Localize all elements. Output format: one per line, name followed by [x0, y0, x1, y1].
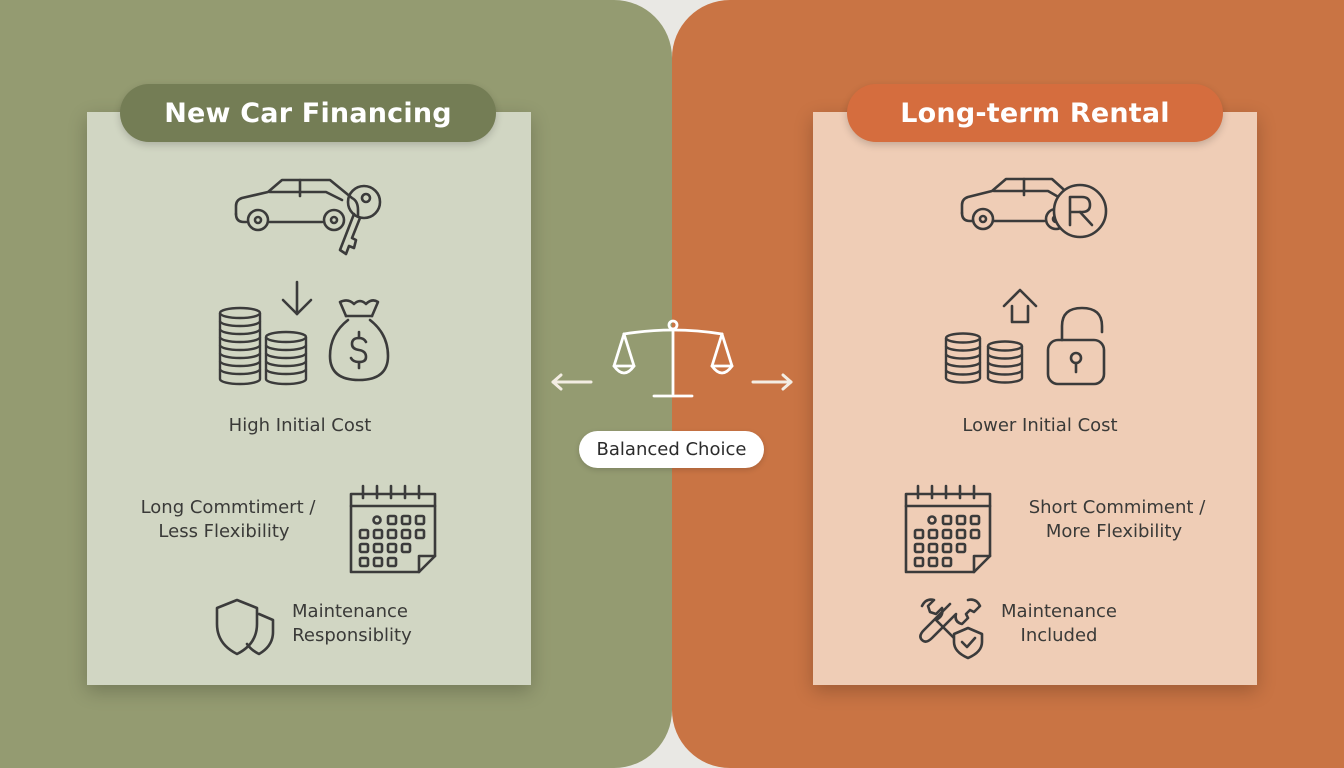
- left-cost-label: High Initial Cost: [228, 415, 372, 436]
- coin-stacks-icon: [216, 305, 312, 386]
- right-commitment-line2: More Flexibility: [1045, 521, 1183, 542]
- arrow-up-icon: [1000, 286, 1040, 326]
- right-cost-label: Lower Initial Cost: [962, 415, 1118, 436]
- left-title: New Car Financing: [120, 84, 496, 142]
- left-card: [87, 112, 531, 685]
- left-commitment-line2: Less Flexibility: [158, 521, 290, 542]
- calendar-icon-right: [902, 484, 996, 576]
- shields-icon: [213, 598, 277, 658]
- car-registered-icon: [958, 177, 1110, 239]
- right-commitment-line1: Short Commiment /: [1028, 497, 1206, 518]
- right-maintenance-line2: Included: [1020, 625, 1098, 646]
- left-commitment-line1: Long Commtimert /: [140, 497, 316, 518]
- balanced-choice-badge: Balanced Choice: [579, 431, 764, 468]
- arrow-right-icon: [751, 372, 795, 392]
- coin-stacks-icon-right: [943, 332, 1027, 386]
- left-maintenance-line2: Responsiblity: [292, 625, 412, 646]
- arrow-down-icon: [279, 280, 315, 318]
- right-maintenance-line1: Maintenance: [1001, 601, 1117, 622]
- car-key-icon: [230, 176, 390, 258]
- money-bag-icon: [326, 296, 392, 384]
- left-maintenance-line1: Maintenance: [292, 601, 408, 622]
- arrow-left-icon: [549, 372, 593, 392]
- wrench-shield-icon: [916, 596, 986, 660]
- calendar-icon: [347, 484, 441, 576]
- right-title: Long-term Rental: [847, 84, 1223, 142]
- balance-scale-icon: [612, 318, 734, 400]
- right-card: [813, 112, 1257, 685]
- open-padlock-icon: [1044, 304, 1108, 388]
